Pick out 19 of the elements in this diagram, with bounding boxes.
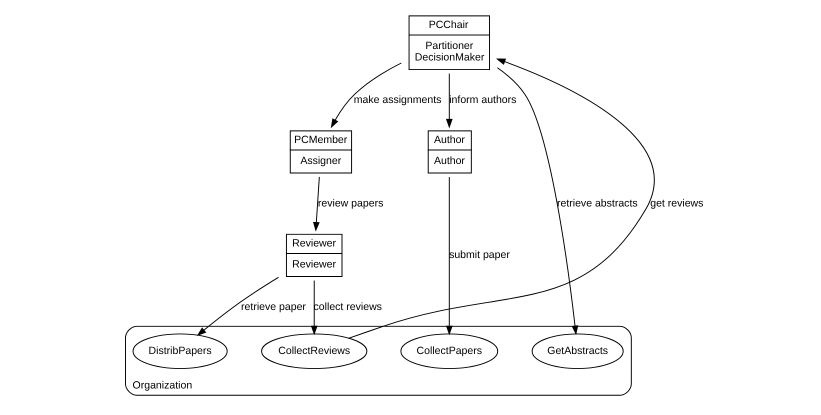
edge-label: review papers	[318, 197, 384, 210]
edge-label: make assignments	[354, 94, 442, 106]
arrow	[446, 176, 453, 336]
edge-label: inform authors	[449, 94, 516, 106]
node-ellipse: CollectReviews	[261, 333, 368, 369]
node-ellipse: DistribPapers	[132, 333, 228, 369]
node-ellipse: CollectPapers	[400, 333, 498, 369]
arrow	[196, 276, 279, 336]
arrow	[348, 58, 655, 339]
edge-label: get reviews	[650, 197, 704, 210]
arrow	[496, 67, 578, 336]
arrow	[330, 62, 402, 128]
arrow	[310, 280, 318, 336]
edge-label: retrieve paper	[241, 300, 306, 313]
edge-label: retrieve abstracts	[556, 197, 638, 210]
arrow	[446, 73, 453, 128]
node-ellipse: GetAbstracts	[532, 333, 624, 369]
edge-label: collect reviews	[314, 300, 382, 313]
arrow	[313, 176, 320, 232]
